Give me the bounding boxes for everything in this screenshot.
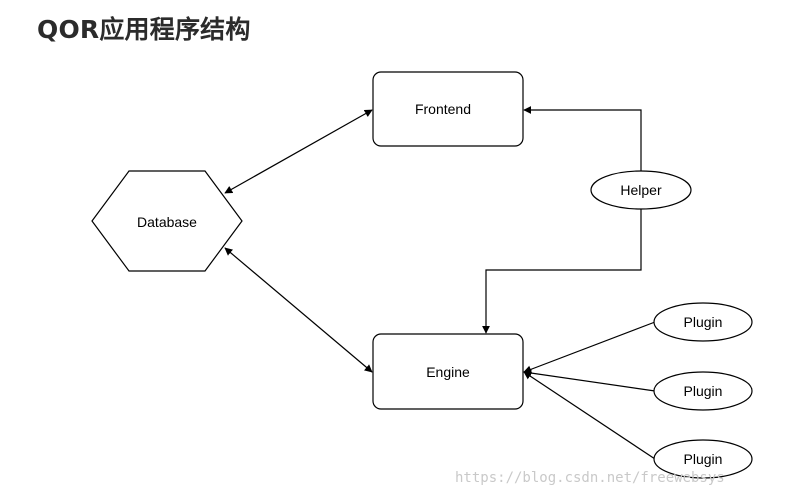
frontend-label: Frontend [415, 101, 471, 117]
plugin-node-1: Plugin [653, 302, 753, 342]
edge-helper-engine [482, 208, 642, 334]
page-title: QOR应用程序结构 [37, 15, 251, 44]
plugin-node-3: Plugin [653, 439, 753, 479]
edge-helper-frontend [523, 106, 642, 172]
edge-plugin2-engine [523, 369, 656, 392]
plugin-label-1: Plugin [684, 314, 723, 330]
edge-plugin3-engine [523, 371, 656, 460]
plugin-label-2: Plugin [684, 383, 723, 399]
database-label: Database [137, 214, 197, 230]
helper-node: Helper [590, 170, 692, 210]
plugin-node-2: Plugin [653, 371, 753, 411]
engine-node: Engine [372, 333, 524, 410]
frontend-node: Frontend [372, 71, 524, 147]
edge-database-engine [224, 247, 373, 373]
watermark: https://blog.csdn.net/freewebsys [455, 470, 725, 486]
edge-database-frontend [224, 109, 373, 194]
helper-label: Helper [620, 182, 662, 198]
engine-label: Engine [426, 364, 470, 380]
plugin-label-3: Plugin [684, 451, 723, 467]
database-node: Database [91, 170, 243, 272]
edge-plugin1-engine [523, 321, 656, 374]
